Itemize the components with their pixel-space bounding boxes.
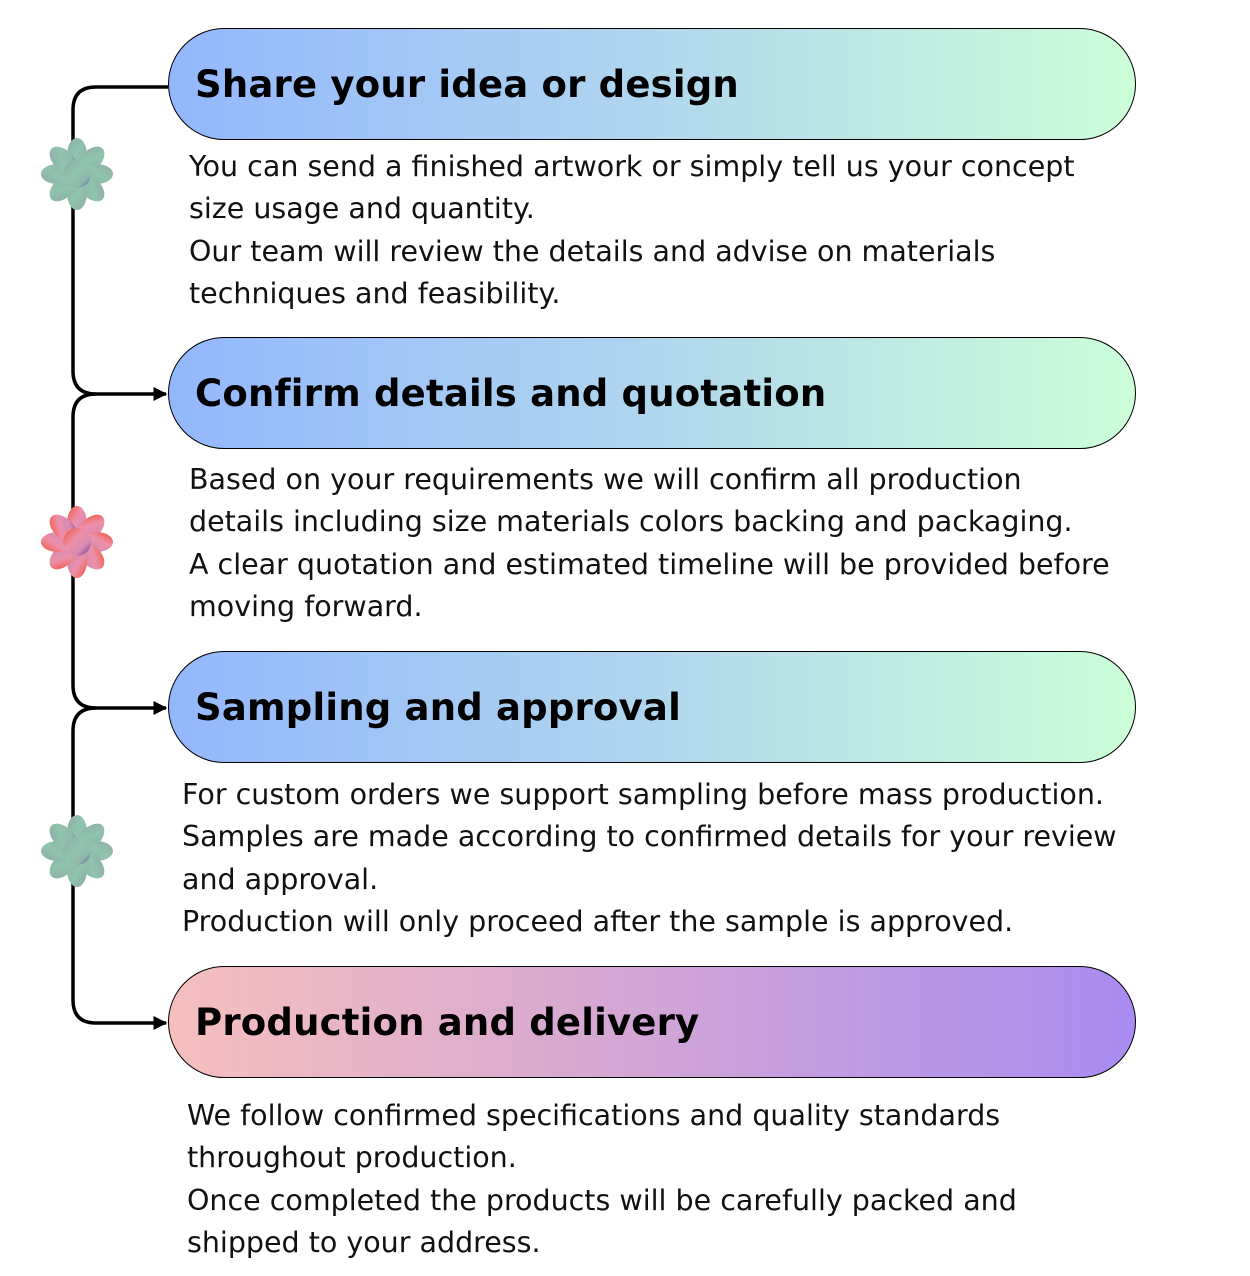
text-line: Samples are made according to confirmed … <box>182 820 1117 854</box>
step-1-header: Share your idea or design <box>168 28 1136 140</box>
connector-1 <box>71 85 168 401</box>
step-3-description: For custom orders we support sampling be… <box>182 774 1117 943</box>
text-line: details including size materials colors … <box>189 505 1073 539</box>
text-line: Production will only proceed after the s… <box>182 904 1014 938</box>
step-4-header: Production and delivery <box>168 966 1136 1078</box>
step-1-description: You can send a finished artwork or simpl… <box>189 146 1075 315</box>
step-title: Production and delivery <box>195 1000 700 1044</box>
text-line: Our team will review the details and adv… <box>189 234 996 268</box>
step-3-header: Sampling and approval <box>168 651 1136 763</box>
connector-2 <box>71 392 168 715</box>
step-4-description: We follow confirmed specifications and q… <box>187 1095 1017 1264</box>
text-line: moving forward. <box>189 589 423 623</box>
text-line: techniques and feasibility. <box>189 276 561 310</box>
text-line: size usage and quantity. <box>189 192 535 226</box>
text-line: You can send a finished artwork or simpl… <box>189 150 1075 183</box>
flower-icon <box>41 815 114 887</box>
step-title: Share your idea or design <box>195 62 739 106</box>
step-2-header: Confirm details and quotation <box>168 337 1136 449</box>
flower-icon <box>41 506 114 578</box>
text-line: throughout production. <box>187 1141 517 1175</box>
connector-3 <box>71 706 168 1030</box>
text-line: Once completed the products will be care… <box>187 1183 1017 1217</box>
text-line: For custom orders we support sampling be… <box>182 778 1104 811</box>
text-line: We follow confirmed specifications and q… <box>187 1099 1001 1132</box>
text-line: Based on your requirements we will confi… <box>189 463 1022 496</box>
flower-icon <box>41 138 114 210</box>
step-title: Confirm details and quotation <box>195 371 827 415</box>
step-2-description: Based on your requirements we will confi… <box>189 459 1110 628</box>
step-title: Sampling and approval <box>195 685 681 729</box>
text-line: and approval. <box>182 862 379 896</box>
text-line: A clear quotation and estimated timeline… <box>189 547 1110 581</box>
text-line: shipped to your address. <box>187 1225 541 1259</box>
